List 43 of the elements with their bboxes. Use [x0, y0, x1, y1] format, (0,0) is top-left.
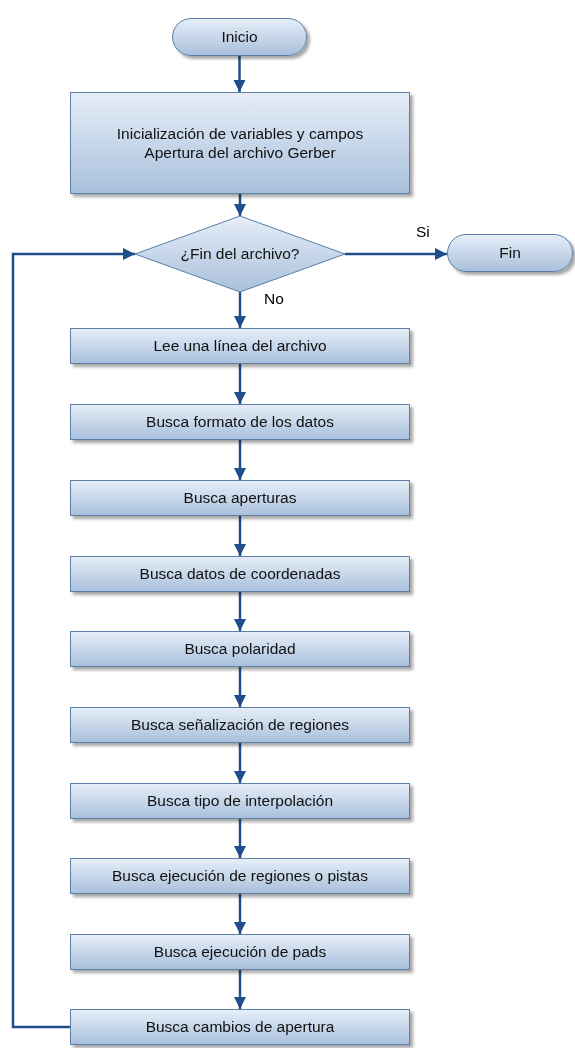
- node-text: Inicio: [221, 27, 258, 47]
- node-text: Inicialización de variables y campos: [116, 123, 364, 143]
- arrow: [233, 516, 247, 556]
- node-text: Busca datos de coordenadas: [139, 564, 341, 584]
- arrow: [233, 970, 247, 1009]
- node-text: ¿Fin del archivo?: [180, 244, 300, 264]
- node-text: Busca polaridad: [184, 639, 296, 659]
- arrow: [233, 819, 247, 858]
- terminator-box: [447, 234, 573, 272]
- node-text: Busca ejecución de pads: [153, 942, 327, 962]
- terminator-box: [172, 18, 307, 56]
- arrow: [233, 440, 247, 480]
- node-text: Busca tipo de interpolación: [146, 791, 334, 811]
- node-text: Busca ejecución de regiones o pistas: [112, 866, 368, 886]
- arrow: [345, 247, 447, 261]
- process-box: [70, 631, 410, 667]
- node-text: Busca señalización de regiones: [131, 715, 349, 735]
- arrow: [233, 894, 247, 934]
- node-text: Fin: [499, 243, 521, 263]
- arrow: [233, 194, 247, 216]
- arrow: [11, 247, 135, 1029]
- node-text: Busca cambios de apertura: [145, 1017, 335, 1037]
- process-box: [70, 783, 410, 819]
- process-box: [70, 92, 410, 194]
- process-box: [70, 328, 410, 364]
- process-box: [70, 404, 410, 440]
- node-text: Lee una línea del archivo: [153, 336, 327, 356]
- node-text: Busca aperturas: [183, 488, 297, 508]
- process-box: [70, 480, 410, 516]
- process-box: [70, 556, 410, 592]
- node-text: Apertura del archivo Gerber: [144, 143, 336, 163]
- arrow: [233, 743, 247, 783]
- arrow: [233, 56, 246, 92]
- node-text: Busca formato de los datos: [146, 412, 334, 432]
- arrow: [233, 364, 247, 404]
- process-box: [70, 934, 410, 970]
- process-box: [70, 707, 410, 743]
- decision-diamond: [135, 216, 345, 292]
- arrow: [233, 592, 247, 631]
- arrow: [233, 667, 247, 707]
- process-box: [70, 1009, 410, 1045]
- process-box: [70, 858, 410, 894]
- arrow: [233, 292, 247, 328]
